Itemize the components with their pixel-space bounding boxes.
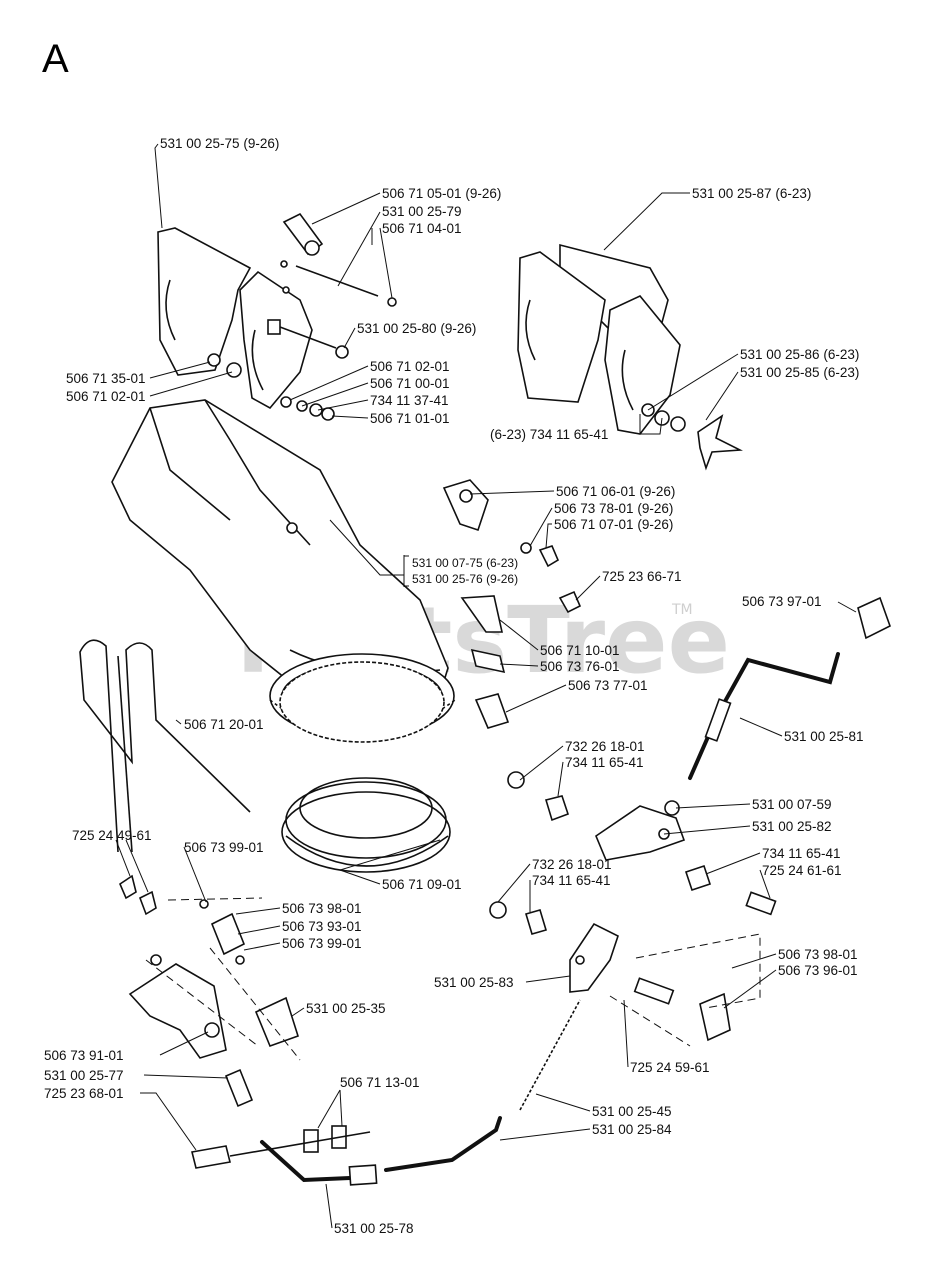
label-506-71-09-01: 506 71 09-01	[382, 877, 462, 892]
label-531-00-25-35: 531 00 25-35	[306, 1001, 386, 1016]
label-531-00-25-80: 531 00 25-80 (9-26)	[357, 321, 476, 336]
crank-illustration	[688, 652, 840, 780]
lower-bracket-illustration	[489, 901, 731, 1042]
label-506-73-93-01: 506 73 93-01	[282, 919, 362, 934]
label-725-24-59-61: 725 24 59-61	[630, 1060, 710, 1075]
label-506-73-97-01: 506 73 97-01	[742, 594, 822, 609]
chute-ring-illustration	[279, 661, 451, 873]
label-531-00-25-81: 531 00 25-81	[784, 729, 864, 744]
label-725-23-68-01: 725 23 68-01	[44, 1086, 124, 1101]
label-531-00-25-87: 531 00 25-87 (6-23)	[692, 186, 811, 201]
label-506-73-96-01: 506 73 96-01	[778, 963, 858, 978]
label-506-71-06-01: 506 71 06-01 (9-26)	[556, 484, 675, 499]
label-506-73-78-01: 506 73 78-01 (9-26)	[554, 501, 673, 516]
part-labels: 531 00 25-75 (9-26) 506 71 05-01 (9-26) …	[44, 136, 864, 1236]
bolt-531-00-25-80-illustration	[267, 319, 349, 359]
chute-pin-illustration	[280, 212, 397, 307]
chute-bracket-illustration	[442, 479, 582, 729]
label-531-00-25-85: 531 00 25-85 (6-23)	[740, 365, 859, 380]
label-734-11-65-41-top: (6-23) 734 11 65-41	[490, 427, 608, 442]
label-506-73-77-01: 506 73 77-01	[568, 678, 648, 693]
label-506-73-98-01-right: 506 73 98-01	[778, 947, 858, 962]
label-506-71-35-01: 506 71 35-01	[66, 371, 146, 386]
deflector-left-hardware	[207, 353, 335, 421]
label-734-11-37-41: 734 11 37-41	[370, 393, 449, 408]
label-725-23-66-71: 725 23 66-71	[602, 569, 682, 584]
label-531-00-25-84: 531 00 25-84	[592, 1122, 672, 1137]
callout-bracket	[403, 555, 409, 587]
label-531-00-25-77: 531 00 25-77	[44, 1068, 124, 1083]
label-531-00-25-82: 531 00 25-82	[752, 819, 832, 834]
label-725-24-61-61: 725 24 61-61	[762, 863, 842, 878]
watermark-trademark: TM	[671, 602, 693, 618]
label-506-71-00-01: 506 71 00-01	[370, 376, 450, 391]
label-506-71-01-01: 506 71 01-01	[370, 411, 450, 426]
deflector-left-illustration	[157, 227, 313, 410]
label-734-11-65-41-b: 734 11 65-41	[762, 846, 841, 861]
label-531-00-25-75: 531 00 25-75 (9-26)	[160, 136, 279, 151]
label-506-71-04-01: 506 71 04-01	[382, 221, 462, 236]
label-506-73-99-01-bottom: 506 73 99-01	[282, 936, 362, 951]
label-506-71-07-01: 506 71 07-01 (9-26)	[554, 517, 673, 532]
label-734-11-65-41-c: 734 11 65-41	[532, 873, 611, 888]
guide-rod-illustration	[79, 639, 251, 853]
mid-bracket-illustration	[507, 771, 777, 916]
knob-illustration	[641, 403, 743, 471]
label-531-00-25-78: 531 00 25-78	[334, 1221, 414, 1236]
label-506-71-20-01: 506 71 20-01	[184, 717, 264, 732]
label-732-26-18-01-a: 732 26 18-01	[565, 739, 645, 754]
label-506-71-10-01: 506 71 10-01	[540, 643, 620, 658]
label-506-73-91-01: 506 73 91-01	[44, 1048, 124, 1063]
leader-lines	[115, 143, 857, 1229]
handle-knob-illustration	[857, 596, 891, 640]
label-506-73-98-01-left: 506 73 98-01	[282, 901, 362, 916]
label-725-24-49-61: 725 24 49-61	[72, 828, 152, 843]
label-531-00-07-75: 531 00 07-75 (6-23)	[412, 556, 518, 570]
label-531-00-25-45: 531 00 25-45	[592, 1104, 672, 1119]
label-734-11-65-41-a: 734 11 65-41	[565, 755, 644, 770]
page-letter: A	[42, 37, 69, 81]
label-531-00-25-86: 531 00 25-86 (6-23)	[740, 347, 859, 362]
label-506-71-02-01-right: 506 71 02-01	[370, 359, 450, 374]
label-506-71-13-01: 506 71 13-01	[340, 1075, 420, 1090]
label-506-73-76-01: 506 73 76-01	[540, 659, 620, 674]
label-531-00-25-76: 531 00 25-76 (9-26)	[412, 572, 518, 586]
label-531-00-07-59: 531 00 07-59	[752, 797, 832, 812]
label-506-71-05-01: 506 71 05-01 (9-26)	[382, 186, 501, 201]
label-506-73-99-01-top: 506 73 99-01	[184, 840, 264, 855]
lower-left-mechanism-illustration	[119, 874, 299, 1169]
label-506-71-02-01-left: 506 71 02-01	[66, 389, 146, 404]
label-531-00-25-79: 531 00 25-79	[382, 204, 462, 219]
label-531-00-25-83: 531 00 25-83	[434, 975, 514, 990]
label-732-26-18-01-b: 732 26 18-01	[532, 857, 612, 872]
deflector-right-illustration	[517, 243, 681, 435]
control-rods-illustration	[229, 999, 581, 1186]
